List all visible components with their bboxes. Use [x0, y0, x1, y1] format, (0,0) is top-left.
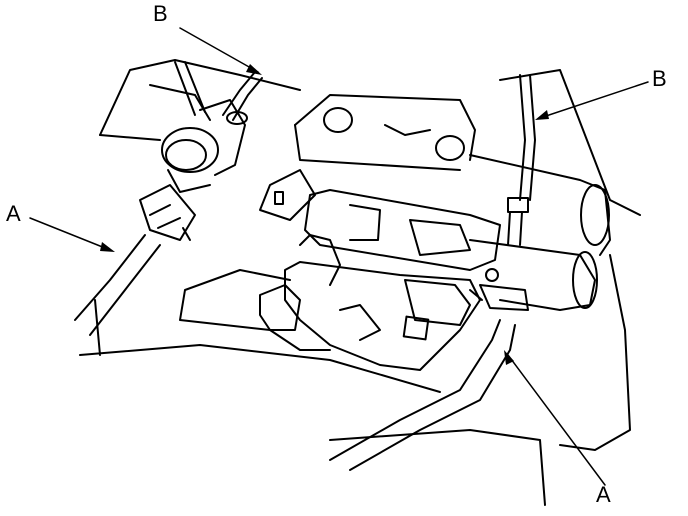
callout-label-a-bottom: A — [596, 482, 611, 507]
pump-motor-cylinders — [469, 154, 611, 311]
arrowhead-b-right — [535, 110, 549, 120]
solenoid-block — [259, 234, 481, 371]
leader-b-top — [179, 27, 259, 73]
callout-label-b-top: B — [153, 1, 168, 26]
callout-label-b-right: B — [652, 66, 667, 91]
leader-b-right — [539, 81, 649, 119]
arrowhead-a-left — [100, 242, 115, 252]
hose-a-right — [329, 268, 529, 471]
arrowhead-a-bottom — [504, 350, 514, 365]
arrowhead-b-top — [246, 64, 262, 75]
hose-b-right — [507, 74, 536, 246]
body-panel-outline — [79, 59, 641, 451]
callout-label-a-left: A — [6, 201, 21, 226]
modulator-body — [259, 94, 501, 271]
hose-b-left — [174, 61, 263, 125]
leader-a-left — [29, 217, 111, 251]
leader-a-bottom — [507, 354, 606, 486]
lower-bracket — [179, 269, 331, 351]
brake-line-fitting-left — [161, 99, 246, 193]
hose-a-left — [74, 184, 196, 336]
leader-lines — [29, 27, 649, 486]
